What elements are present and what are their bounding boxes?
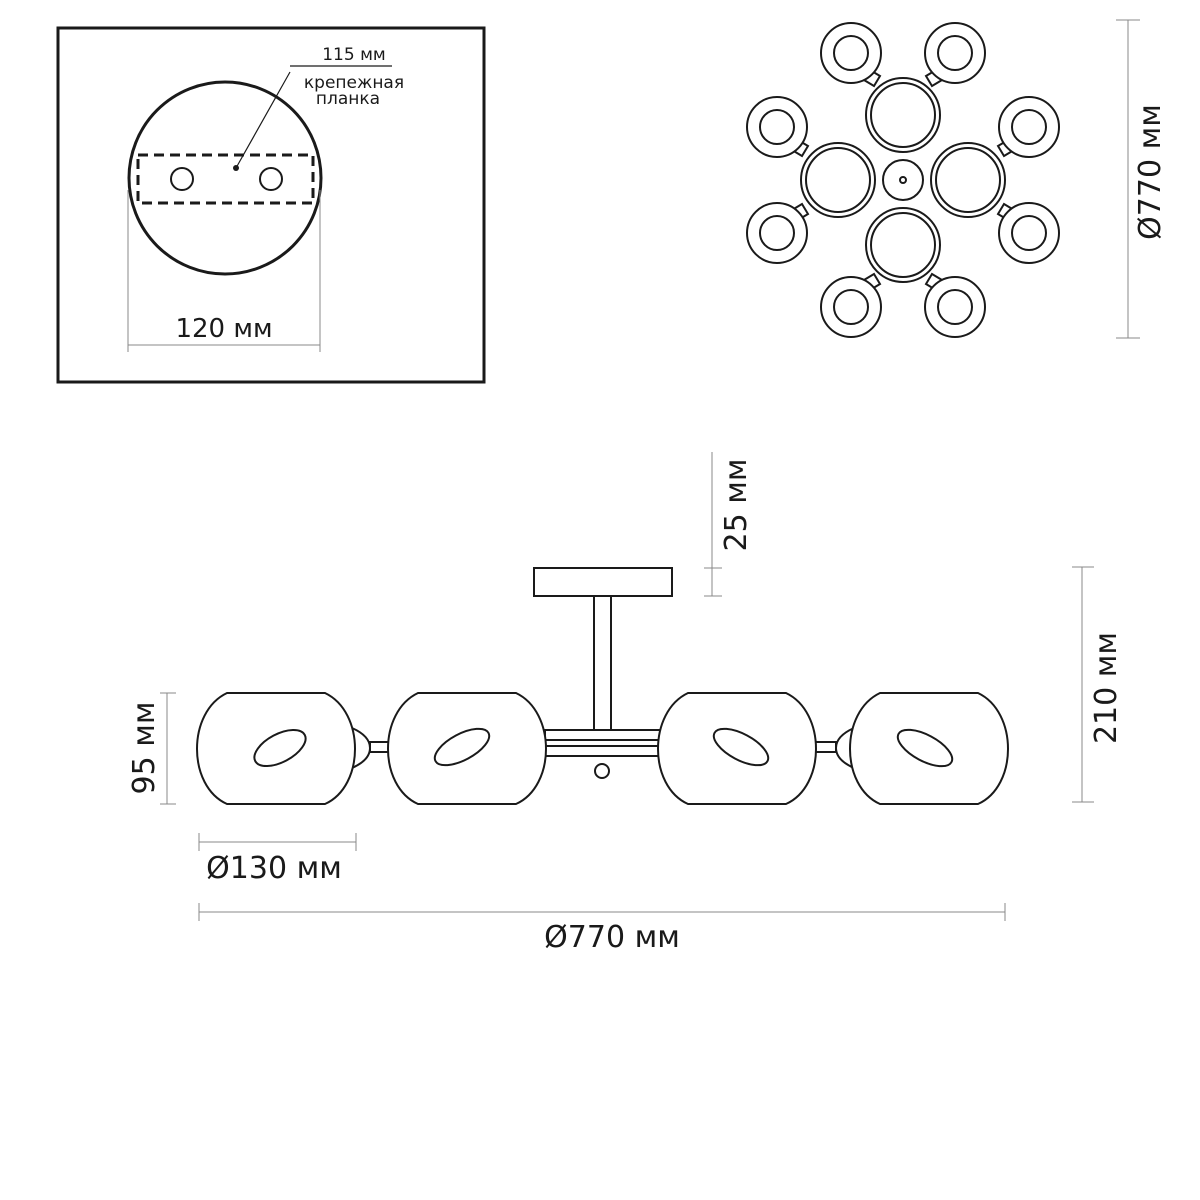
center-hub <box>882 159 924 201</box>
label-mounting-2: планка <box>316 89 380 109</box>
outer-shade <box>996 96 1060 158</box>
canopy <box>533 567 673 597</box>
inner-ring-circle <box>805 147 871 213</box>
bar-lower <box>544 745 662 757</box>
label-shade-height: 95 мм <box>127 702 162 795</box>
outer-shade <box>924 22 986 88</box>
label-shade-diameter: Ø130 мм <box>206 851 342 886</box>
label-mounting: крепежная <box>304 73 404 93</box>
bar-upper <box>544 729 662 741</box>
label-115: 115 мм <box>322 45 386 65</box>
inner-ring-circle <box>800 142 876 218</box>
label-total-diameter: Ø770 мм <box>544 920 680 955</box>
outer-shade <box>746 202 810 264</box>
label-top-diameter: Ø770 мм <box>1133 104 1168 240</box>
label-height: 210 мм <box>1089 632 1124 744</box>
arm-rod-right <box>813 741 837 753</box>
inner-ring-circle <box>870 82 936 148</box>
leader-line <box>235 71 291 169</box>
top-view: Ø770 мм <box>746 19 1168 339</box>
shade <box>849 692 1009 805</box>
outer-shade <box>746 96 810 158</box>
outer-shade <box>996 202 1060 264</box>
outer-shade <box>924 272 986 338</box>
label-width: 120 мм <box>175 314 272 344</box>
outer-shade <box>820 22 882 88</box>
shade <box>657 692 817 805</box>
center-dot <box>899 176 907 184</box>
shade <box>196 692 356 805</box>
outer-shade <box>820 272 882 338</box>
mount-plate-circle <box>127 80 323 276</box>
mount-plate-frame <box>56 26 486 384</box>
mount-plate-panel: 115 мм крепежная планка 120 мм <box>56 26 486 384</box>
mounting-hole-left <box>170 167 194 191</box>
side-view: 25 мм 210 мм 95 мм Ø130 мм Ø770 мм <box>127 452 1124 955</box>
label-canopy: 25 мм <box>719 459 754 552</box>
inner-ring-circle <box>935 147 1001 213</box>
mounting-hole-right <box>259 167 283 191</box>
inner-ring-circle <box>865 207 941 283</box>
inner-ring-circle <box>930 142 1006 218</box>
bar-knob <box>594 763 610 779</box>
stem <box>593 595 612 731</box>
inner-ring-circle <box>870 212 936 278</box>
shade <box>387 692 547 805</box>
mounting-bar <box>136 153 315 205</box>
inner-ring-circle <box>865 77 941 153</box>
